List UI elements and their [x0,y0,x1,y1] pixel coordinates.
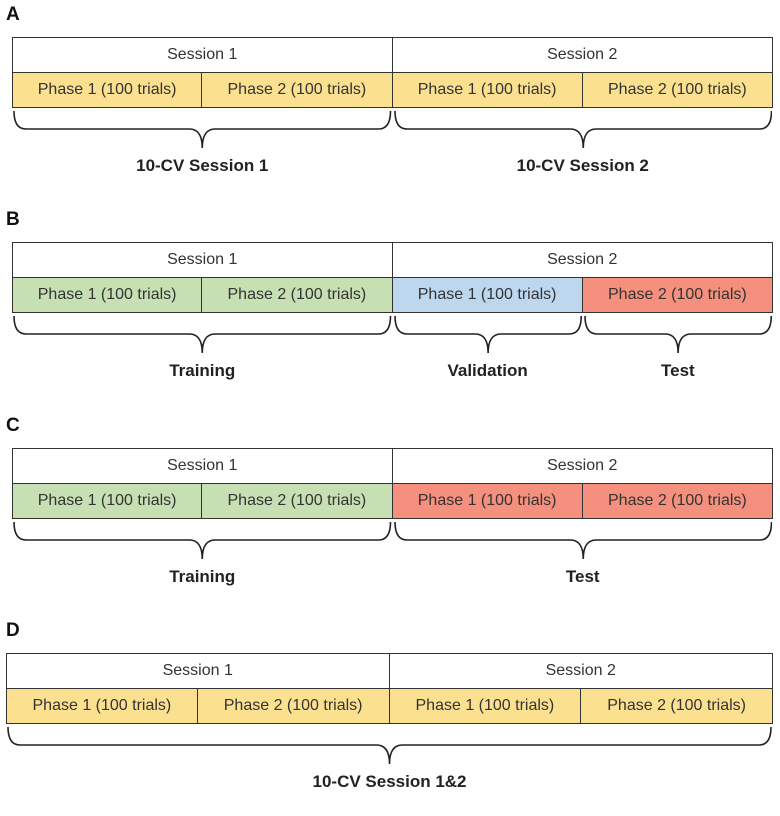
brace-path [13,521,392,560]
phase-row: Phase 1 (100 trials)Phase 2 (100 trials)… [12,277,773,313]
brace-path [393,110,772,149]
phase-cell: Phase 2 (100 trials) [581,688,773,724]
phase-cell: Phase 2 (100 trials) [202,483,393,519]
brace-label: 10-CV Session 1 [136,156,269,175]
brace-label: Test [661,361,695,380]
brace [393,110,772,149]
brace-path [393,521,772,560]
panel-label: B [6,209,20,230]
phase-cell: Phase 2 (100 trials) [197,688,390,724]
brace-path [393,315,582,354]
phase-cell: Phase 1 (100 trials) [389,688,582,724]
brace-path [583,315,772,354]
phase-cell: Phase 2 (100 trials) [202,72,393,108]
brace [13,521,392,560]
phase-cell: Phase 1 (100 trials) [6,688,198,724]
brace [13,315,392,354]
phase-cell: Phase 2 (100 trials) [582,72,773,108]
panel-label: C [6,415,20,436]
brace-path [13,110,392,149]
brace [7,726,772,765]
session-1-cell: Session 1 [12,37,393,73]
brace-label: Test [565,567,600,586]
session-2-cell: Session 2 [389,653,773,689]
phase-cell: Phase 1 (100 trials) [392,483,583,519]
phase-row: Phase 1 (100 trials)Phase 2 (100 trials)… [6,688,773,724]
brace-label: Training [169,361,236,380]
brace [13,110,392,149]
panel-label: A [6,4,20,25]
phase-cell: Phase 1 (100 trials) [12,72,203,108]
brace [393,315,582,354]
session-1-cell: Session 1 [6,653,390,689]
phase-cell: Phase 1 (100 trials) [392,72,583,108]
brace-label: Validation [447,361,528,380]
brace [393,521,772,560]
phase-cell: Phase 1 (100 trials) [12,277,203,313]
session-2-cell: Session 2 [392,37,773,73]
phase-row: Phase 1 (100 trials)Phase 2 (100 trials)… [12,483,773,519]
phase-cell: Phase 1 (100 trials) [12,483,203,519]
brace-label: 10-CV Session 1&2 [312,772,467,791]
phase-cell: Phase 1 (100 trials) [392,277,583,313]
brace-label: Training [169,567,236,586]
session-1-cell: Session 1 [12,242,393,278]
brace-label: 10-CV Session 2 [516,156,649,175]
phase-cell: Phase 2 (100 trials) [582,483,773,519]
brace-path [7,726,772,765]
brace [583,315,772,354]
brace-path [13,315,392,354]
phase-row: Phase 1 (100 trials)Phase 2 (100 trials)… [12,72,773,108]
phase-cell: Phase 2 (100 trials) [582,277,773,313]
session-2-cell: Session 2 [392,242,773,278]
phase-cell: Phase 2 (100 trials) [202,277,393,313]
session-2-cell: Session 2 [392,448,773,484]
session-1-cell: Session 1 [12,448,393,484]
panel-label: D [6,620,20,641]
